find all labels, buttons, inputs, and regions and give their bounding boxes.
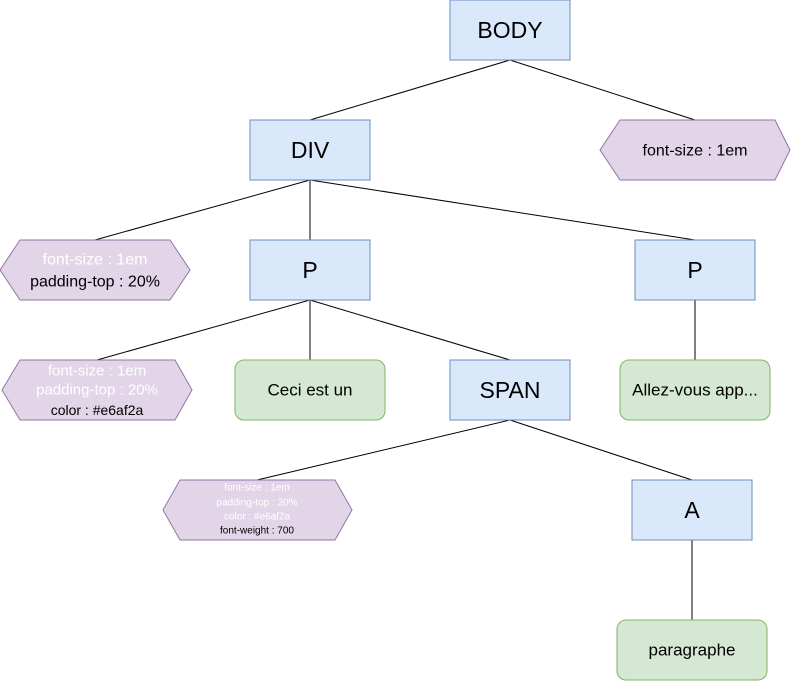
edge-span-style	[256, 419, 511, 481]
node-p-1: P	[249, 239, 371, 301]
style-hexagon-div: font-size : 1em padding-top : 20%	[0, 239, 191, 301]
node-a-label: A	[684, 497, 700, 523]
style-line-inherited: font-size : 1em	[43, 252, 148, 269]
style-hexagon-body: font-size : 1em	[599, 119, 791, 181]
edges	[94, 59, 696, 620]
edge-div-style	[94, 179, 311, 241]
text-node-a-label: paragraphe	[649, 641, 736, 660]
node-p-2: P	[634, 239, 756, 301]
node-body: BODY	[449, 0, 571, 61]
edge-p1-span	[309, 299, 511, 361]
node-div-label: DIV	[291, 137, 330, 163]
text-node-p-2: Allez-vous app...	[619, 359, 771, 421]
edge-div-p2	[309, 179, 696, 241]
style-hexagon-p-1: font-size : 1em padding-top : 20% color …	[1, 359, 193, 421]
text-node-p-1: Ceci est un	[234, 359, 386, 421]
style-line-inherited: padding-top : 20%	[216, 498, 297, 509]
node-a: A	[631, 479, 753, 541]
node-div: DIV	[249, 119, 371, 181]
edge-p1-style	[96, 299, 311, 361]
node-span-label: SPAN	[480, 377, 541, 403]
node-p-2-label: P	[687, 257, 702, 283]
style-line: font-size : 1em	[643, 143, 748, 160]
node-p-1-label: P	[302, 257, 317, 283]
style-line-inherited: padding-top : 20%	[36, 382, 158, 399]
style-line: color : #e6af2a	[51, 402, 144, 418]
style-line-inherited: font-size : 1em	[224, 483, 290, 494]
style-line-inherited: font-size : 1em	[48, 363, 146, 380]
node-body-label: BODY	[477, 17, 542, 43]
edge-body-style	[509, 59, 696, 121]
edge-span-a	[509, 419, 693, 481]
style-line-inherited: color : #e6af2a	[224, 512, 291, 523]
style-hexagon-span: font-size : 1em padding-top : 20% color …	[162, 479, 353, 541]
style-line: padding-top : 20%	[30, 274, 160, 291]
text-node-p-1-label: Ceci est un	[267, 381, 352, 400]
edge-body-div	[309, 59, 511, 121]
style-line: font-weight : 700	[220, 526, 294, 537]
text-node-p-2-label: Allez-vous app...	[632, 381, 758, 400]
text-node-a: paragraphe	[616, 619, 768, 681]
node-span: SPAN	[449, 359, 571, 421]
